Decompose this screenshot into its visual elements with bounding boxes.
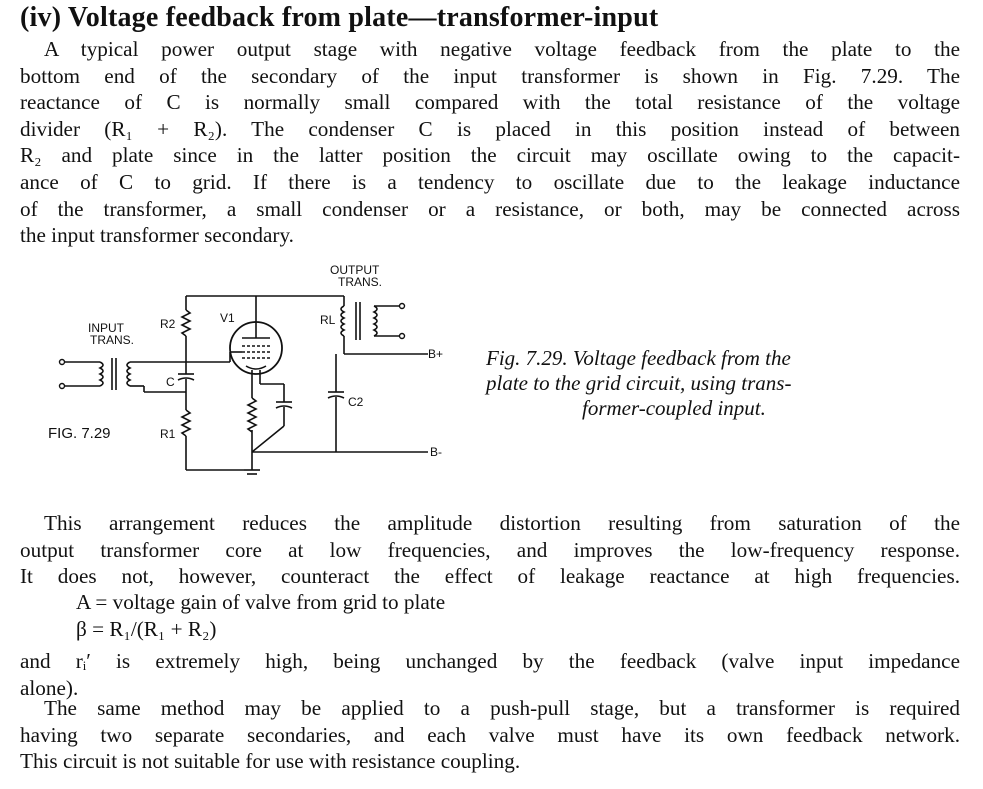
text-line: A typical power output stage with negati… [44, 37, 960, 61]
caption-line: plate to the grid circuit, using trans- [486, 371, 792, 395]
paragraph-push-pull: The same method may be applied to a push… [20, 695, 960, 775]
b-plus-label: B+ [428, 347, 443, 361]
text-line: This circuit is not suitable for use wit… [20, 749, 521, 774]
text-line: of the transformer, a small condenser or… [20, 196, 960, 221]
text-line: R₂ and plate since in the latter positio… [20, 143, 960, 168]
text-line: and rᵢ′ is extremely high, being unchang… [20, 649, 960, 673]
valve-v1-symbol [190, 296, 283, 392]
input-trans-label-1: INPUT [88, 321, 125, 335]
text-line: The same method may be applied to a push… [44, 696, 960, 720]
equation-gain: A = voltage gain of valve from grid to p… [76, 590, 446, 614]
paragraph-distortion: This arrangement reduces the amplitude d… [20, 510, 960, 590]
b-minus-label: B- [430, 445, 442, 459]
supply-rails [252, 354, 428, 453]
output-trans-label-2: TRANS. [338, 275, 382, 289]
paragraph-impedance: and rᵢ′ is extremely high, being unchang… [20, 648, 960, 701]
caption-line: Fig. 7.29. Voltage feedback from the [486, 346, 791, 370]
v1-label: V1 [220, 311, 235, 325]
input-transformer-symbol [58, 358, 190, 390]
text-line: the input transformer secondary. [20, 223, 294, 248]
input-trans-label-2: TRANS. [90, 333, 134, 347]
text-line: output transformer core at low frequenci… [20, 537, 960, 562]
text-line: This arrangement reduces the amplitude d… [44, 511, 960, 535]
rl-label: RL [320, 313, 336, 327]
text-line: divider (R₁ + R₂). The condenser C is pl… [20, 116, 960, 141]
c-label: C [166, 375, 175, 389]
circuit-diagram: OUTPUT TRANS. INPUT TRANS. FIG. 7.29 R2 … [48, 263, 443, 475]
paragraph-intro: A typical power output stage with negati… [20, 36, 960, 249]
section-heading: (iv) Voltage feedback from plate—transfo… [20, 2, 659, 33]
caption-line: former-coupled input. [582, 396, 766, 420]
text-line: having two separate secondaries, and eac… [20, 722, 960, 747]
text-line: reactance of C is normally small compare… [20, 90, 960, 115]
figure-caption: Fig. 7.29. Voltage feedback from the pla… [486, 346, 926, 421]
text-line: bottom end of the secondary of the input… [20, 63, 960, 88]
text-line: alone). [20, 675, 79, 700]
text-line: ance of C to grid. If there is a tendenc… [20, 169, 960, 194]
r1-label: R1 [160, 427, 176, 441]
text-line: It does not, however, counteract the eff… [20, 564, 960, 589]
output-trans-label-1: OUTPUT [330, 263, 380, 277]
c2-label: C2 [348, 395, 364, 409]
output-transformer-symbol [340, 296, 428, 355]
fig-label: FIG. 7.29 [48, 425, 111, 442]
r2-label: R2 [160, 317, 176, 331]
equation-beta: β = R₁/(R₁ + R₂) [76, 617, 217, 641]
cathode-network [186, 383, 293, 475]
feedback-network [143, 295, 344, 470]
